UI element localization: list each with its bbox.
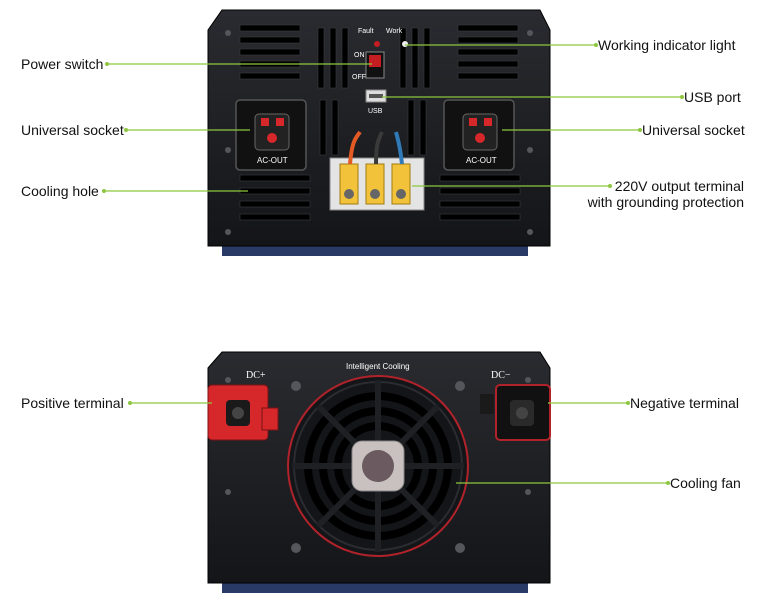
universal-socket-right bbox=[443, 99, 515, 171]
callout-universal-socket-left: Universal socket bbox=[21, 122, 124, 138]
callout-output-terminal-line1: 220V output terminal bbox=[614, 178, 744, 194]
front-panel bbox=[207, 9, 551, 256]
positive-terminal bbox=[207, 384, 279, 441]
ac-out-right-label: AC-OUT bbox=[466, 156, 497, 165]
usb-label: USB bbox=[368, 108, 383, 115]
leader-dots bbox=[102, 43, 684, 485]
rear-panel bbox=[207, 351, 551, 593]
power-switch bbox=[365, 51, 385, 79]
off-label: OFF bbox=[352, 74, 366, 81]
leader-lines bbox=[104, 44, 682, 484]
fault-indicator-light bbox=[374, 41, 380, 47]
dc-plus-label: DC+ bbox=[246, 370, 266, 381]
callout-output-terminal: 220V output terminal with grounding prot… bbox=[580, 178, 744, 210]
cooling-fan bbox=[287, 375, 469, 557]
usb-port bbox=[365, 89, 387, 103]
callout-cooling-hole: Cooling hole bbox=[21, 183, 99, 199]
intelligent-cooling-label: Intelligent Cooling bbox=[346, 362, 410, 371]
fault-label: Fault bbox=[358, 28, 374, 35]
ac-out-left-label: AC-OUT bbox=[257, 156, 288, 165]
on-label: ON bbox=[354, 52, 365, 59]
negative-terminal bbox=[480, 384, 551, 441]
universal-socket-left bbox=[235, 99, 307, 171]
callout-cooling-fan: Cooling fan bbox=[670, 475, 741, 491]
callout-usb-port: USB port bbox=[684, 89, 741, 105]
output-terminal bbox=[329, 130, 425, 211]
panel-screws bbox=[225, 30, 533, 235]
callout-positive-terminal: Positive terminal bbox=[21, 395, 124, 411]
callout-negative-terminal: Negative terminal bbox=[630, 395, 739, 411]
callout-working-indicator: Working indicator light bbox=[598, 37, 736, 53]
work-label: Work bbox=[386, 28, 403, 35]
callout-output-terminal-line2: with grounding protection bbox=[587, 194, 744, 210]
callout-power-switch: Power switch bbox=[21, 56, 104, 72]
dc-minus-label: DC− bbox=[491, 370, 511, 381]
rear-screws bbox=[225, 377, 531, 553]
working-indicator-light bbox=[402, 41, 408, 47]
callout-universal-socket-right: Universal socket bbox=[642, 122, 745, 138]
